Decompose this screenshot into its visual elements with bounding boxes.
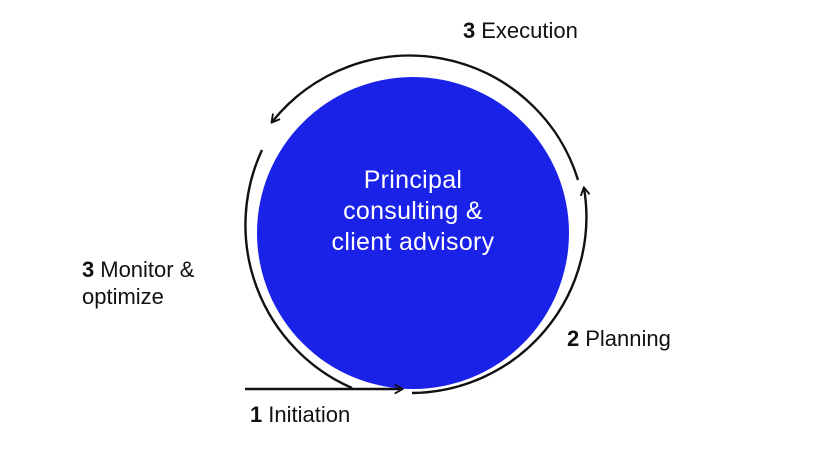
arc-execution-to-monitor	[272, 54, 580, 181]
step-monitor-label-line-1: Monitor &	[100, 257, 195, 282]
step-execution-label: Execution	[481, 18, 578, 43]
center-title-line-2: consulting &	[343, 197, 483, 225]
step-monitor-number: 3	[82, 257, 95, 282]
center-circle	[257, 77, 569, 389]
step-initiation-label: Initiation	[268, 402, 351, 427]
step-execution-number: 3	[463, 18, 476, 43]
center-title: Principal consulting & client advisory	[263, 165, 563, 258]
step-planning-label: Planning	[585, 326, 671, 351]
center-title-line-3: client advisory	[331, 228, 495, 256]
arc-planning-to-execution	[411, 188, 586, 395]
step-initiation-number: 1	[250, 402, 263, 427]
step-planning-number: 2	[567, 326, 580, 351]
step-monitor-label-line-2: optimize	[82, 284, 164, 309]
center-title-line-1: Principal	[363, 166, 463, 194]
arc-monitor-to-bottom	[244, 149, 353, 390]
